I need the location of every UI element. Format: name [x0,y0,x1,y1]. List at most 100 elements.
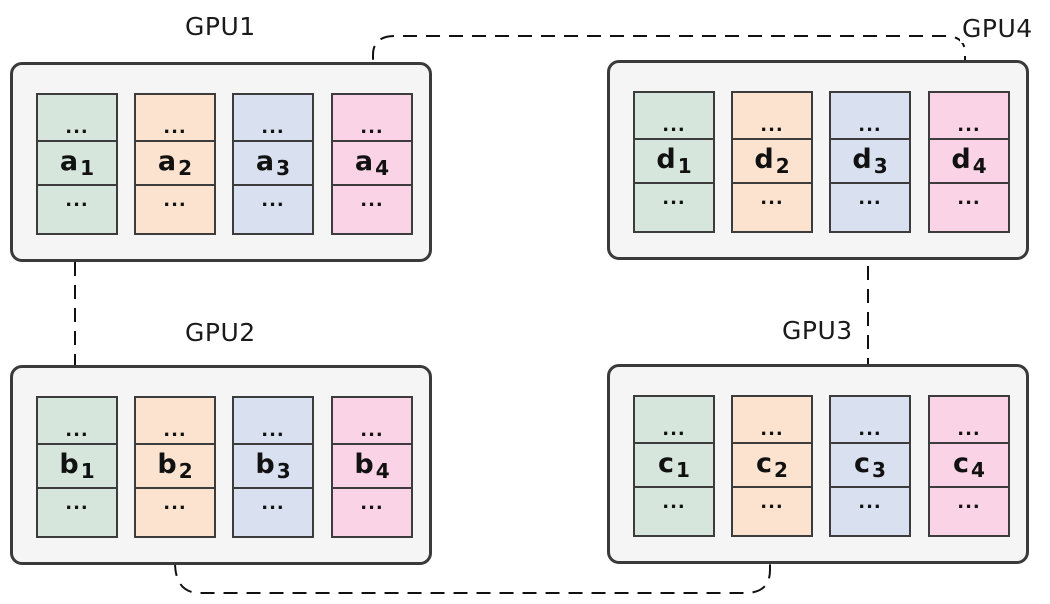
block-index: 2 [178,156,193,180]
cell-top-ellipsis: ... [360,419,384,441]
cell-top-ellipsis: ... [65,116,89,138]
block-letter: a [157,146,177,177]
cell-top-ellipsis: ... [957,418,981,440]
block-letter: d [754,144,774,175]
block-letter: d [656,144,676,175]
cell-bottom-ellipsis: ... [957,492,981,514]
gpu3-label: GPU3 [782,316,853,345]
cell-bottom-ellipsis: ... [360,493,384,515]
cell-bottom-ellipsis: ... [261,493,285,515]
cell-bottom-ellipsis: ... [261,190,285,212]
block-index: 3 [276,156,291,180]
cell-bottom-ellipsis: ... [163,190,187,212]
block-letter: a [255,146,275,177]
cell-top-ellipsis: ... [760,114,784,136]
block-letter: b [354,449,374,480]
cell-bottom-ellipsis: ... [957,188,981,210]
cell-top-ellipsis: ... [858,114,882,136]
block-index: 1 [677,154,692,178]
block-letter: c [756,448,773,479]
block-index: 1 [676,458,690,482]
block-letter: a [354,146,374,177]
cell-bottom-ellipsis: ... [760,492,784,514]
block-letter: b [157,449,177,480]
cell-top-ellipsis: ... [261,419,285,441]
block-index: 4 [972,154,987,178]
block-index: 4 [375,459,390,483]
cell-top-ellipsis: ... [957,114,981,136]
block-index: 3 [872,458,886,482]
block-letter: c [658,448,675,479]
cell-top-ellipsis: ... [163,419,187,441]
arrow-gpu4-to-gpu1 [367,35,966,93]
gpu1-label: GPU1 [185,12,256,41]
gpu4-label: GPU4 [960,14,1035,43]
block-index: 1 [80,156,95,180]
cell-bottom-ellipsis: ... [662,188,686,210]
cell-top-ellipsis: ... [65,419,89,441]
cell-top-ellipsis: ... [360,116,384,138]
block-letter: c [854,448,871,479]
block-index: 4 [971,458,985,482]
cell-bottom-ellipsis: ... [65,493,89,515]
block-letter: d [852,144,872,175]
cell-bottom-ellipsis: ... [858,188,882,210]
block-index: 4 [375,156,390,180]
cell-top-ellipsis: ... [760,418,784,440]
block-index: 2 [775,154,790,178]
block-index: 2 [774,458,788,482]
block-index: 3 [276,459,291,483]
cell-bottom-ellipsis: ... [360,190,384,212]
cell-bottom-ellipsis: ... [163,493,187,515]
block-letter: d [951,144,971,175]
cell-top-ellipsis: ... [261,116,285,138]
cell-bottom-ellipsis: ... [858,492,882,514]
cell-top-ellipsis: ... [662,114,686,136]
block-letter: b [59,449,79,480]
block-index: 1 [80,459,95,483]
block-index: 3 [873,154,888,178]
cell-top-ellipsis: ... [858,418,882,440]
cell-bottom-ellipsis: ... [662,492,686,514]
cell-top-ellipsis: ... [662,418,686,440]
cell-top-ellipsis: ... [163,116,187,138]
block-letter: b [255,449,275,480]
block-letter: c [953,448,970,479]
cell-bottom-ellipsis: ... [760,188,784,210]
